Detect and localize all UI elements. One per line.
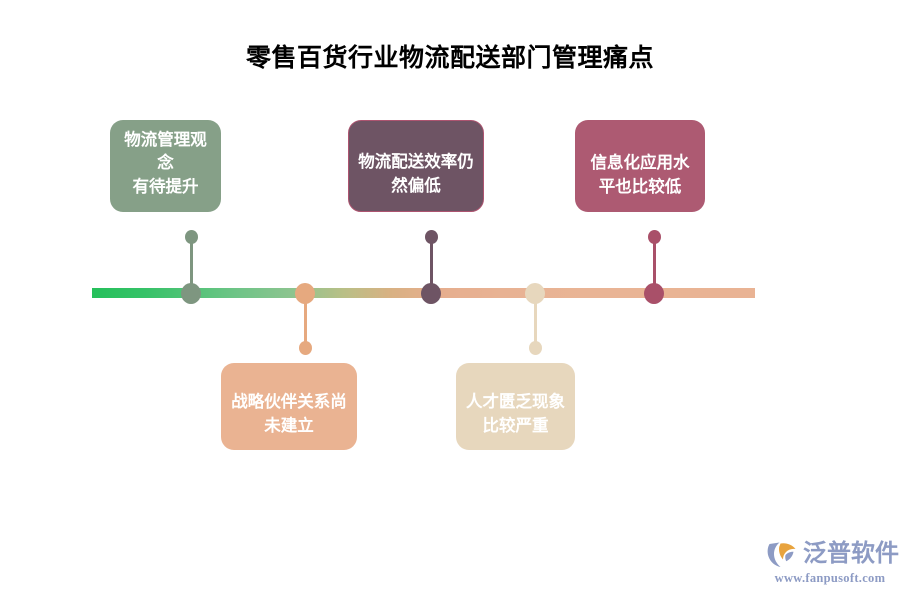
- connector-line-item-3: [429, 240, 433, 293]
- connector-small-dot-item-1: [184, 230, 198, 244]
- timeline-node-item-4[interactable]: [525, 283, 545, 304]
- watermark-url: www.fanpusoft.com: [774, 571, 886, 585]
- card-item-3[interactable]: 物流配送效率仍然偏低: [348, 120, 484, 212]
- connector-small-dot-item-2: [298, 341, 312, 355]
- timeline-node-item-5[interactable]: [644, 283, 664, 304]
- card-item-1[interactable]: 物流管理观念有待提升: [110, 120, 221, 212]
- timeline-node-item-1[interactable]: [181, 283, 201, 304]
- card-item-4-label: 人才匮乏现象比较严重: [466, 393, 565, 435]
- connector-small-dot-item-5: [647, 230, 661, 244]
- watermark-brand-name: 泛普软件: [803, 540, 899, 567]
- connector-line-item-4: [533, 300, 537, 345]
- connector-line-item-2: [303, 300, 307, 345]
- card-item-5-label: 信息化应用水平也比较低: [590, 154, 690, 196]
- connector-small-dot-item-3: [424, 230, 438, 244]
- connector-small-dot-item-4: [528, 341, 542, 355]
- page-title: 零售百货行业物流配送部门管理痛点: [245, 44, 654, 72]
- connector-line-item-1: [189, 240, 193, 293]
- connector-line-item-5: [652, 240, 656, 293]
- card-item-4[interactable]: 人才匮乏现象比较严重: [456, 363, 575, 450]
- timeline-node-item-3[interactable]: [421, 283, 441, 304]
- card-item-1-label: 物流管理观念有待提升: [124, 130, 207, 196]
- timeline-node-item-2[interactable]: [295, 283, 315, 304]
- card-item-3-label: 物流配送效率仍然偏低: [358, 153, 474, 195]
- fanpu-logo-icon: [766, 538, 800, 570]
- watermark-brand-row: 泛普软件: [766, 536, 899, 572]
- watermark: 泛普软件 www.fanpusoft.com: [766, 536, 899, 592]
- card-item-2-label: 战略伙伴关系尚未建立: [231, 393, 347, 435]
- card-item-2[interactable]: 战略伙伴关系尚未建立: [221, 363, 357, 450]
- card-item-5[interactable]: 信息化应用水平也比较低: [575, 120, 705, 212]
